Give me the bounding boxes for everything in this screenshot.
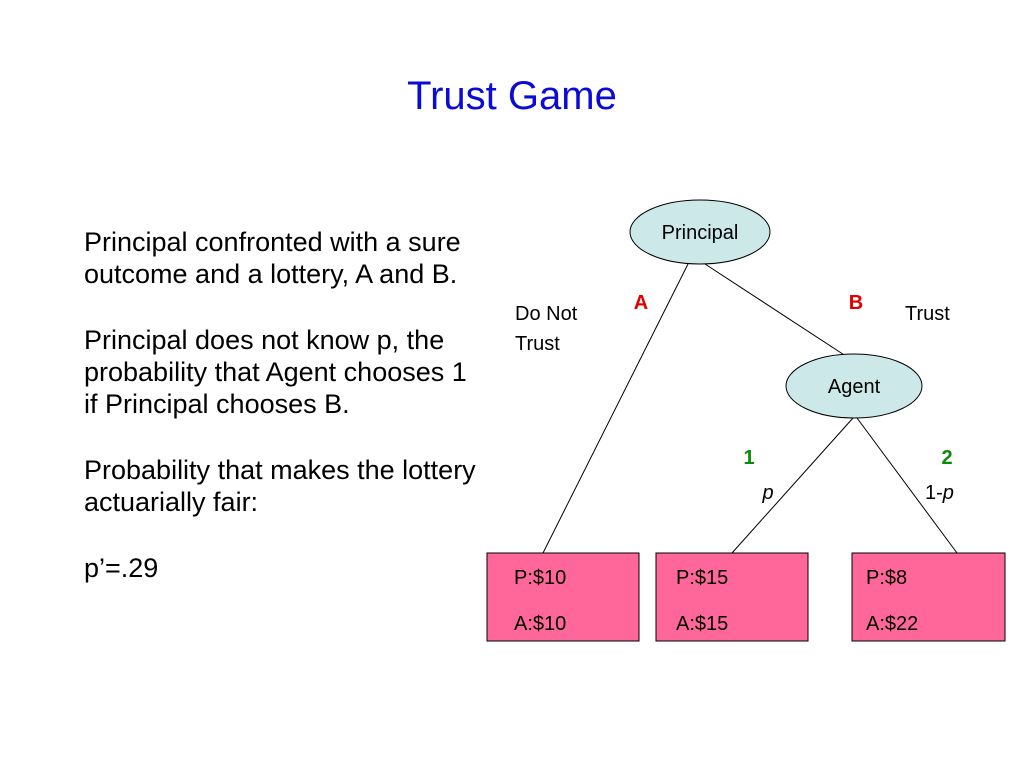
payoff-choice1-principal: P:$15 (676, 567, 728, 589)
bullet-probability-fair: Probability that makes the lottery actua… (84, 455, 476, 517)
branch-label-a: A (634, 292, 648, 314)
do-not-trust-label-line1: Do Not (515, 303, 578, 325)
prob-one-minus-prefix: 1- (925, 482, 943, 504)
bullet-principal-confronted: Principal confronted with a sure outcome… (84, 227, 461, 289)
bullet-list: Principal confronted with a sure outcome… (84, 226, 484, 618)
slide-title: Trust Game (407, 74, 617, 118)
payoff-box-sure: P:$10 A:$10 (486, 552, 640, 642)
edge-agent-to-choice2 (856, 417, 958, 554)
prob-label-one-minus-p: 1-p (925, 482, 954, 504)
payoff-sure-principal: P:$10 (514, 567, 566, 589)
choice-label-2: 2 (941, 447, 952, 469)
payoff-choice2-agent: A:$22 (866, 613, 918, 635)
edge-root-to-agent (704, 263, 856, 363)
prob-label-p: p (761, 482, 773, 504)
principal-node-label: Principal (662, 222, 739, 244)
do-not-trust-label-line2: Trust (515, 333, 560, 355)
payoff-choice1-agent: A:$15 (676, 613, 728, 635)
trust-label: Trust (905, 303, 950, 325)
payoff-box-choice1: P:$15 A:$15 (655, 552, 809, 642)
edge-agent-to-choice1 (731, 417, 854, 554)
principal-node: Principal (629, 199, 771, 265)
edge-root-to-sure (542, 263, 689, 554)
payoff-box-choice2: P:$8 A:$22 (851, 552, 1006, 642)
choice-label-1: 1 (743, 447, 754, 469)
agent-node: Agent (785, 353, 923, 419)
prob-one-minus-var: p (942, 482, 954, 504)
payoff-choice2-principal: P:$8 (866, 567, 907, 589)
bullet-principal-does-not-know: Principal does not know p, the probabili… (84, 325, 467, 419)
agent-node-label: Agent (828, 376, 881, 398)
payoff-sure-agent: A:$10 (514, 613, 566, 635)
branch-label-b: B (849, 292, 863, 314)
bullet-p-prime-value: p’=.29 (84, 553, 159, 583)
